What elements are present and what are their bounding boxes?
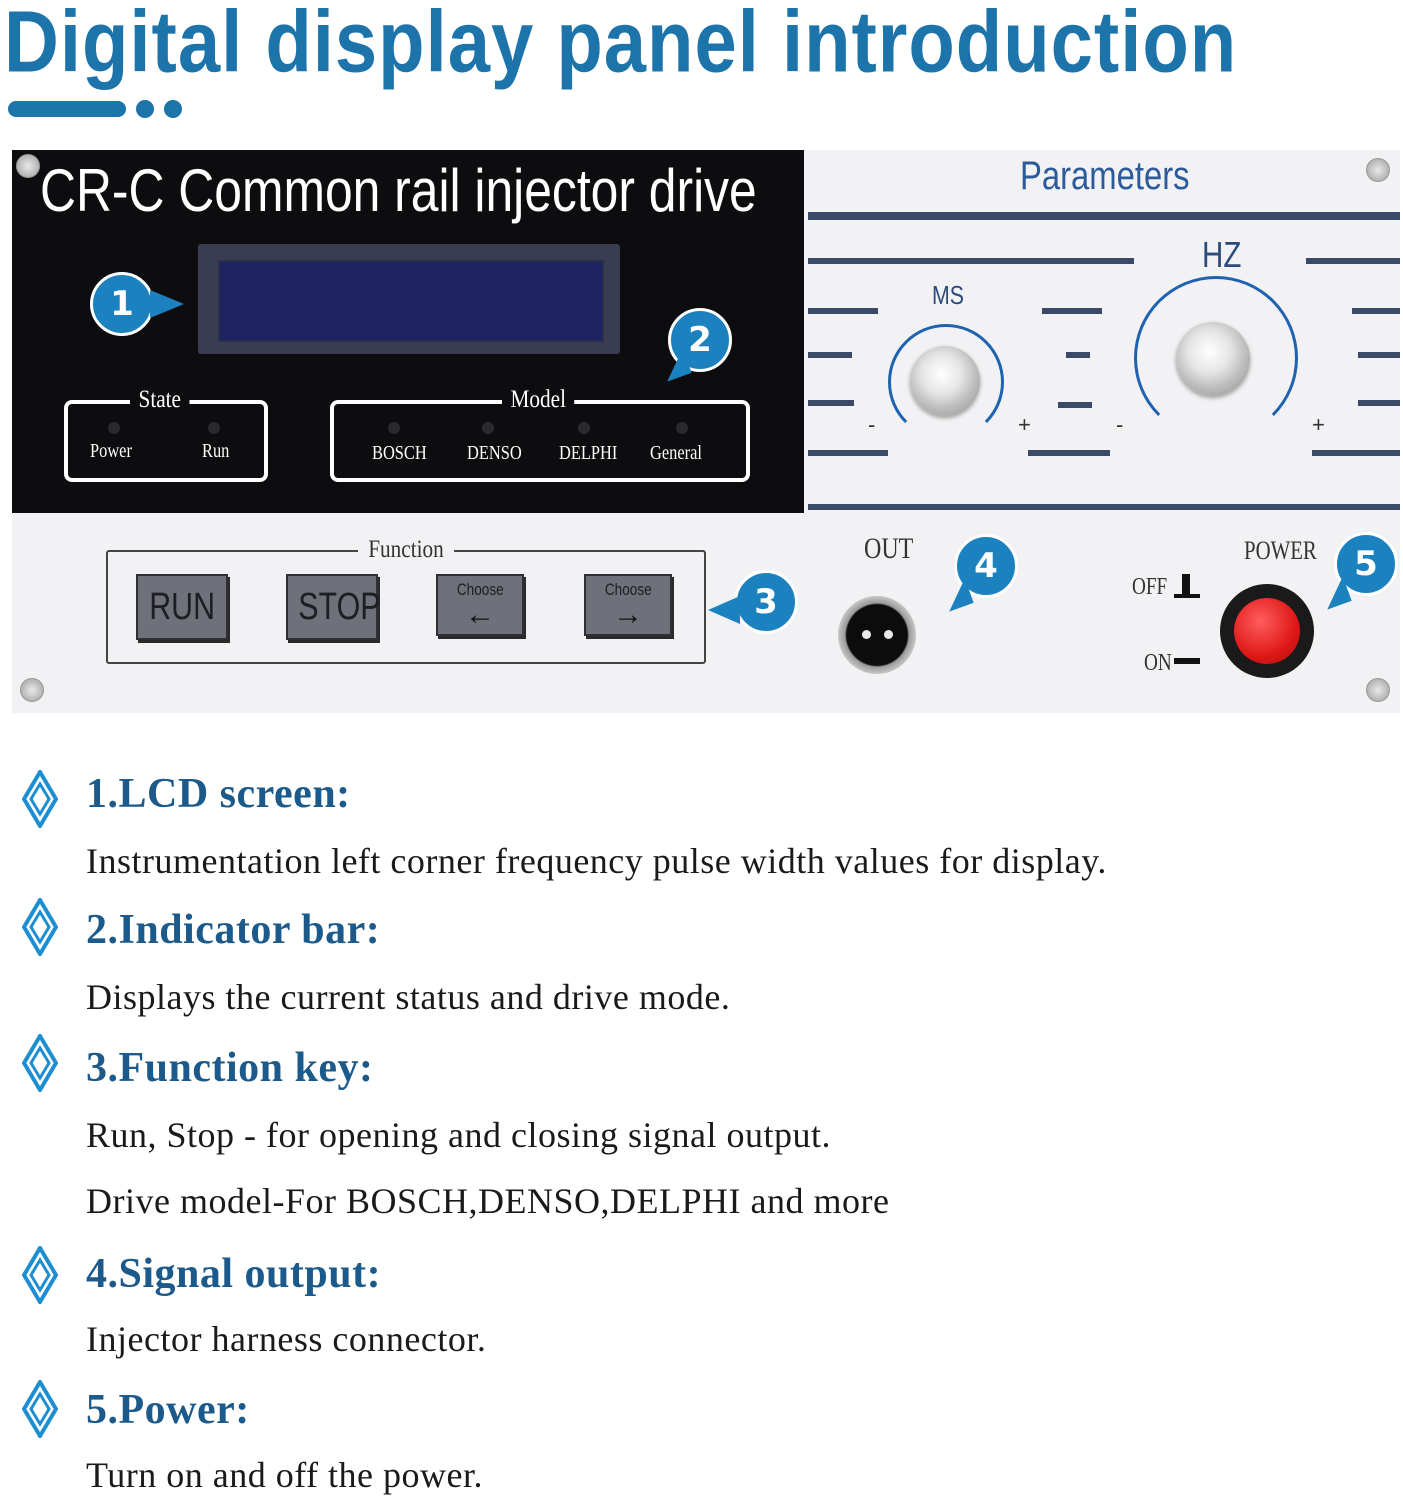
ms-knob[interactable] <box>910 346 980 416</box>
panel-stripe <box>1066 352 1090 358</box>
power-led <box>108 422 120 434</box>
run-led <box>208 422 220 434</box>
badge-pointer <box>150 290 184 318</box>
item-heading-function: 3.Function key: <box>86 1045 374 1091</box>
item-desc-power: Turn on and off the power. <box>86 1455 483 1495</box>
panel-stripe <box>808 258 1134 264</box>
model-delphi-label: DELPHI <box>559 442 618 464</box>
choose-right-key[interactable]: Choose → <box>584 574 672 636</box>
panel-stripe <box>808 308 878 314</box>
panel-stripe <box>808 450 888 456</box>
ms-minus-label: - <box>868 412 876 437</box>
arrow-right-icon: → <box>613 598 643 631</box>
panel-stripe <box>1306 258 1400 264</box>
panel-stripe <box>808 400 854 406</box>
item-desc-function-2: Drive model-For BOSCH,DENSO,DELPHI and m… <box>86 1181 890 1221</box>
arrow-left-icon: ← <box>465 598 495 631</box>
state-power-label: Power <box>90 440 132 462</box>
panel-stripe <box>808 504 1400 510</box>
function-label: Function <box>358 536 454 564</box>
panel-stripe <box>808 212 1400 220</box>
delphi-led <box>578 422 590 434</box>
state-label: State <box>130 386 190 414</box>
page-title: Digital display panel introduction <box>4 0 1238 91</box>
screw-icon <box>1366 158 1390 182</box>
item-heading-power: 5.Power: <box>86 1387 250 1433</box>
panel-stripe <box>1028 450 1110 456</box>
badge-pointer <box>708 596 740 624</box>
badge-5: 5 <box>1334 532 1398 596</box>
screw-icon <box>1366 678 1390 702</box>
on-label: ON <box>1144 650 1172 676</box>
panel-stripe <box>1058 402 1092 408</box>
hz-scale-arc <box>1134 276 1298 440</box>
panel-stripe <box>1312 450 1400 456</box>
on-symbol-icon <box>1174 658 1200 664</box>
device-panel: CR-C Common rail injector drive 1 2 Stat… <box>12 150 1400 713</box>
off-symbol-icon <box>1182 574 1190 594</box>
ms-scale-arc <box>888 324 1004 440</box>
hz-label: HZ <box>1202 234 1242 275</box>
badge-1: 1 <box>90 272 154 336</box>
model-label: Model <box>502 386 575 414</box>
panel-stripe <box>1042 308 1102 314</box>
denso-led <box>482 422 494 434</box>
state-run-label: Run <box>202 440 230 462</box>
panel-stripe <box>1358 352 1400 358</box>
stop-key[interactable]: STOP <box>286 574 381 640</box>
power-label: POWER <box>1244 536 1317 565</box>
diamond-bullet-icon <box>22 1034 58 1092</box>
badge-2: 2 <box>668 308 732 372</box>
title-underline-dot <box>136 100 154 118</box>
choose-left-key[interactable]: Choose ← <box>436 574 524 636</box>
run-key[interactable]: RUN <box>136 574 228 640</box>
panel-stripe <box>1358 400 1400 406</box>
diamond-bullet-icon <box>22 770 58 828</box>
badge-3: 3 <box>734 570 798 634</box>
bosch-led <box>388 422 400 434</box>
general-led <box>676 422 688 434</box>
diamond-bullet-icon <box>22 898 58 956</box>
ms-plus-label: + <box>1018 412 1031 437</box>
hz-minus-label: - <box>1116 412 1124 437</box>
diamond-bullet-icon <box>22 1380 58 1438</box>
item-desc-signal: Injector harness connector. <box>86 1319 487 1359</box>
lcd-screen <box>198 244 620 354</box>
model-general-label: General <box>650 442 702 464</box>
model-bosch-label: BOSCH <box>372 442 427 464</box>
badge-4: 4 <box>954 534 1018 598</box>
item-heading-lcd: 1.LCD screen: <box>86 771 351 817</box>
power-button[interactable] <box>1220 584 1314 678</box>
item-heading-indicator: 2.Indicator bar: <box>86 907 381 953</box>
display-section: CR-C Common rail injector drive 1 2 Stat… <box>12 150 804 513</box>
off-symbol-base <box>1174 594 1200 598</box>
hz-plus-label: + <box>1312 412 1325 437</box>
screw-icon <box>16 154 40 178</box>
diamond-bullet-icon <box>22 1246 58 1304</box>
panel-stripe <box>1352 308 1400 314</box>
item-heading-signal: 4.Signal output: <box>86 1251 382 1297</box>
item-desc-lcd: Instrumentation left corner frequency pu… <box>86 841 1107 881</box>
title-underline-bar <box>8 101 126 117</box>
drive-title: CR-C Common rail injector drive <box>40 157 757 224</box>
signal-output-connector[interactable] <box>838 596 916 674</box>
item-desc-function-1: Run, Stop - for opening and closing sign… <box>86 1115 831 1155</box>
screw-icon <box>20 678 44 702</box>
model-denso-label: DENSO <box>467 442 522 464</box>
panel-stripe <box>808 352 852 358</box>
hz-knob[interactable] <box>1176 322 1250 396</box>
off-label: OFF <box>1132 574 1168 600</box>
parameters-title: Parameters <box>1020 154 1190 198</box>
out-label: OUT <box>864 532 914 565</box>
ms-label: MS <box>932 280 964 310</box>
title-underline-dot <box>164 100 182 118</box>
item-desc-indicator: Displays the current status and drive mo… <box>86 977 731 1017</box>
